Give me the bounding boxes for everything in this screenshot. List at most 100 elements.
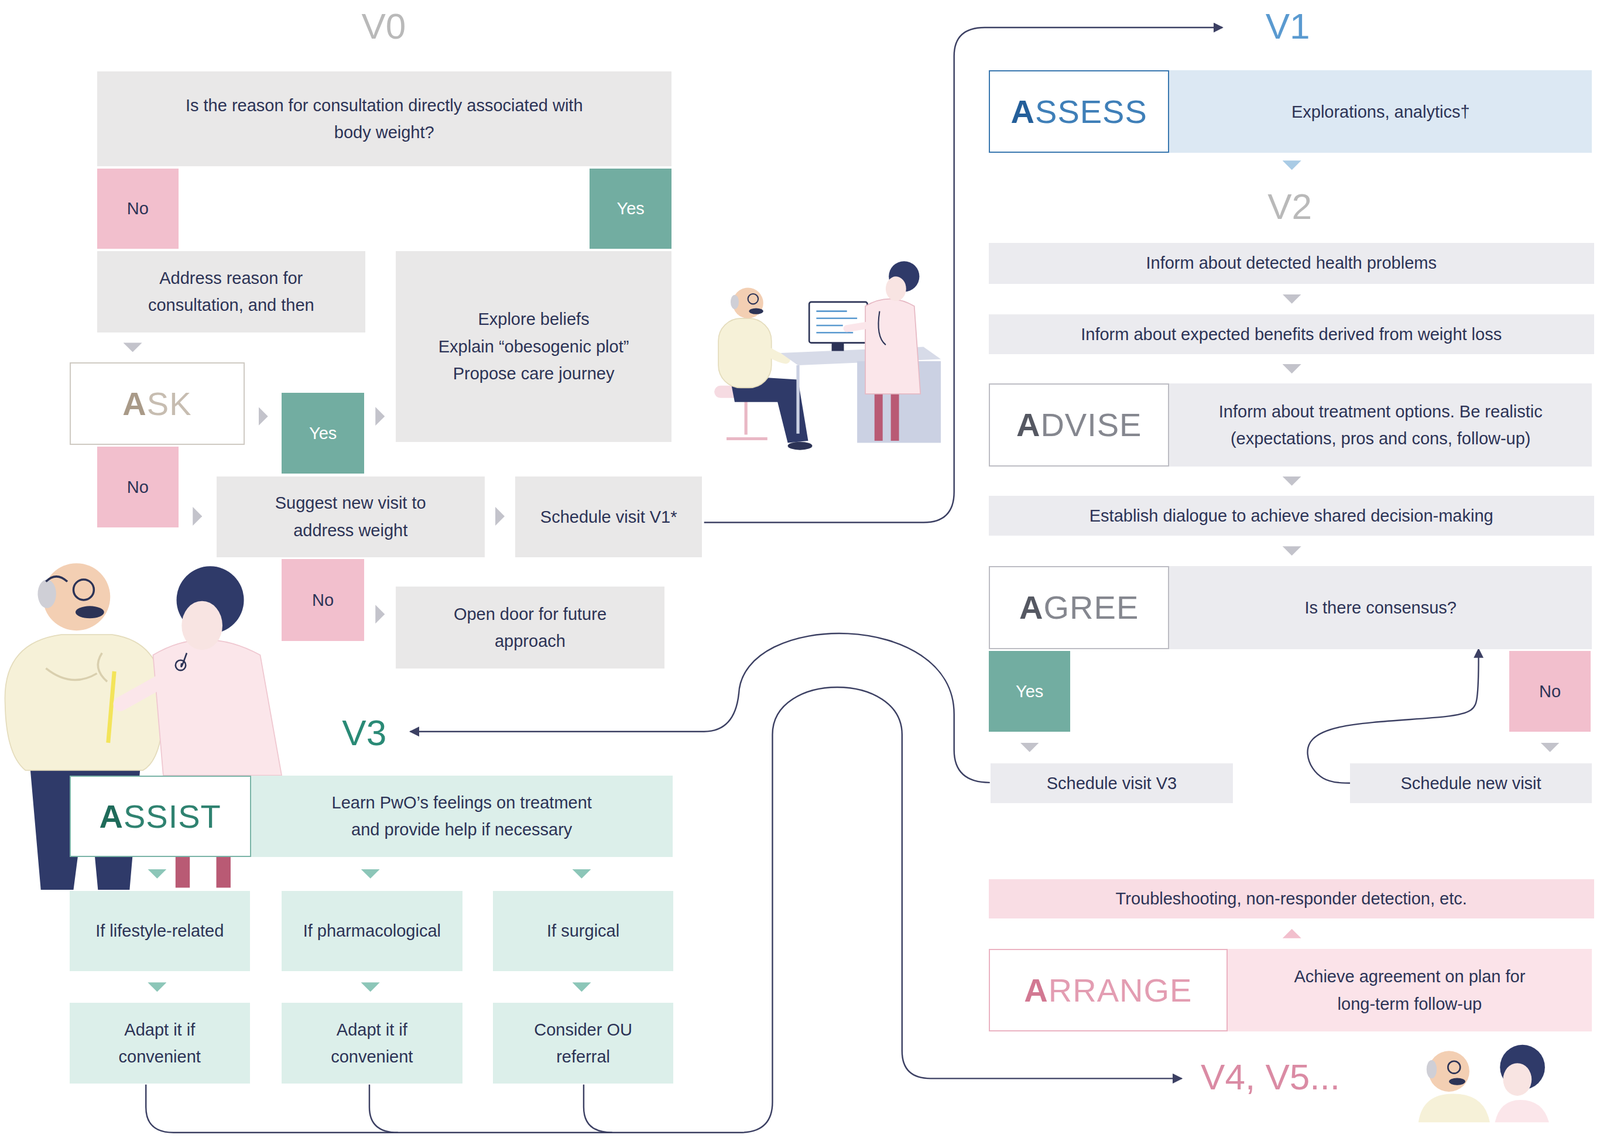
flow-arrow	[364, 614, 396, 615]
process-box: Explore beliefsExplain “obesogenic plot”…	[395, 251, 672, 443]
doctor-arm	[847, 324, 873, 329]
node-text: Explorations, analytics†	[1291, 98, 1471, 126]
step-band: ASSIST Learn PwO’s feelings on treatment …	[69, 775, 673, 858]
flow-arrow	[1291, 354, 1293, 385]
node-text: Troubleshooting, non-responder detection…	[1115, 885, 1468, 913]
node-text: Is the reason for consultation directly …	[175, 91, 594, 147]
process-box: Schedule new visit	[1350, 763, 1592, 804]
doctor-arm	[120, 675, 172, 705]
stethoscope	[175, 660, 186, 671]
flow-arrow	[581, 971, 582, 1003]
node-text: Schedule visit V3	[1046, 769, 1177, 797]
node-text: No	[312, 586, 334, 614]
patient-mustache	[1448, 1077, 1466, 1085]
merge-line	[583, 1084, 613, 1133]
node-text: Adapt it if convenient	[116, 1016, 204, 1071]
process-box: Inform about detected health problems	[988, 242, 1595, 284]
patient-shoe	[787, 442, 813, 451]
node-text: Yes	[617, 194, 645, 222]
flow-arrow	[364, 416, 396, 417]
node-text: Explain “obesogenic plot”	[438, 333, 630, 361]
node-text: Schedule visit V1*	[540, 503, 678, 531]
step-band: AGREE Is there consensus?	[988, 566, 1592, 649]
process-box: Establish dialogue to achieve shared dec…	[988, 495, 1595, 536]
process-box: Address reason for consultation, and the…	[97, 251, 366, 333]
answer-box: Yes	[988, 651, 1071, 732]
step-heading: ARRANGE	[988, 948, 1228, 1032]
patient-shoulders	[1418, 1093, 1490, 1123]
answer-box: No	[281, 559, 365, 641]
flow-arrow	[1291, 283, 1293, 315]
patient-hair	[37, 579, 56, 609]
patient-glasses	[73, 579, 94, 601]
node-text: Yes	[1015, 677, 1044, 705]
flow-arrow	[581, 857, 582, 892]
doctor-face	[1502, 1063, 1532, 1096]
answer-box: No	[1509, 651, 1591, 732]
node-text: If pharmacological	[303, 917, 441, 945]
doctor-coat	[152, 639, 282, 776]
node-text: If lifestyle-related	[95, 917, 224, 945]
flow-arrow	[244, 416, 282, 417]
node-text: Open door for future approach	[447, 600, 613, 656]
step-heading: ASK	[122, 384, 192, 424]
flow-arrow	[1291, 535, 1293, 567]
monitor	[809, 302, 868, 344]
process-box: Schedule visit V3	[990, 763, 1233, 804]
process-box: If pharmacological	[281, 891, 463, 972]
process-box: Consider OU referral	[492, 1002, 674, 1084]
node-text: Inform about detected health problems	[1145, 249, 1437, 277]
flow-arrow	[369, 857, 371, 892]
answer-box: Yes	[589, 168, 671, 250]
node-text: No	[127, 194, 149, 222]
step-band: ASSESS Explorations, analytics†	[988, 70, 1592, 153]
visit-label: V1	[1265, 4, 1311, 47]
step-band: ADVISE Inform about treatment options. Be…	[988, 383, 1592, 467]
answer-box: No	[97, 446, 179, 528]
flow-arrow	[369, 971, 371, 1003]
doctor-shoulders	[1494, 1100, 1549, 1123]
node-text: Suggest new visit to address weight	[268, 489, 434, 544]
flow-arrow	[132, 332, 133, 363]
node-text: Propose care journey	[453, 360, 615, 387]
step-band: ARRANGE Achieve agreement on plan for lon…	[988, 948, 1592, 1032]
patient-hair	[1426, 1060, 1437, 1079]
process-box: If surgical	[492, 891, 674, 972]
answer-box: No	[97, 168, 179, 250]
step-box: ASK	[69, 362, 246, 445]
patient-glasses-arm	[45, 576, 68, 582]
node-text: Learn PwO’s feelings on treatment and pr…	[323, 789, 600, 844]
node-text: Yes	[309, 419, 337, 447]
node-text: Address reason for consultation, and the…	[141, 264, 321, 320]
process-box: Adapt it if convenient	[69, 1002, 251, 1084]
doctor-face	[885, 276, 907, 301]
step-heading: AGREE	[988, 566, 1170, 649]
node-text: Inform about expected benefits derived f…	[1080, 320, 1502, 348]
node-text: Schedule new visit	[1400, 769, 1541, 797]
node-text: No	[1539, 677, 1561, 705]
flow-arrow	[484, 515, 516, 517]
patient-arm	[755, 341, 786, 360]
flow-arrow	[178, 515, 217, 517]
node-text: Adapt it if convenient	[328, 1016, 416, 1071]
question-box: Is the reason for consultation directly …	[97, 71, 672, 167]
node-text: Achieve agreement on plan for long-term …	[1286, 963, 1533, 1018]
patient-glasses	[748, 293, 759, 304]
stethoscope	[878, 311, 886, 346]
step-heading: ASSIST	[69, 775, 252, 858]
node-text: No	[127, 473, 149, 501]
patient-mustache	[748, 307, 763, 314]
node-text: Establish dialogue to achieve shared dec…	[1089, 502, 1494, 530]
flow-arrow	[1549, 731, 1551, 764]
patient-hands	[45, 653, 108, 683]
node-text: Inform about treatment options. Be reali…	[1209, 398, 1552, 453]
step-heading: ADVISE	[988, 383, 1170, 467]
visit-label: V3	[341, 711, 387, 754]
merge-line	[369, 1084, 399, 1133]
process-box: Inform about expected benefits derived f…	[988, 314, 1595, 355]
node-text: Is there consensus?	[1304, 594, 1457, 622]
step-heading: ASSESS	[988, 70, 1170, 153]
node-text: Consider OU referral	[532, 1016, 635, 1071]
patient-glasses	[1447, 1061, 1461, 1074]
